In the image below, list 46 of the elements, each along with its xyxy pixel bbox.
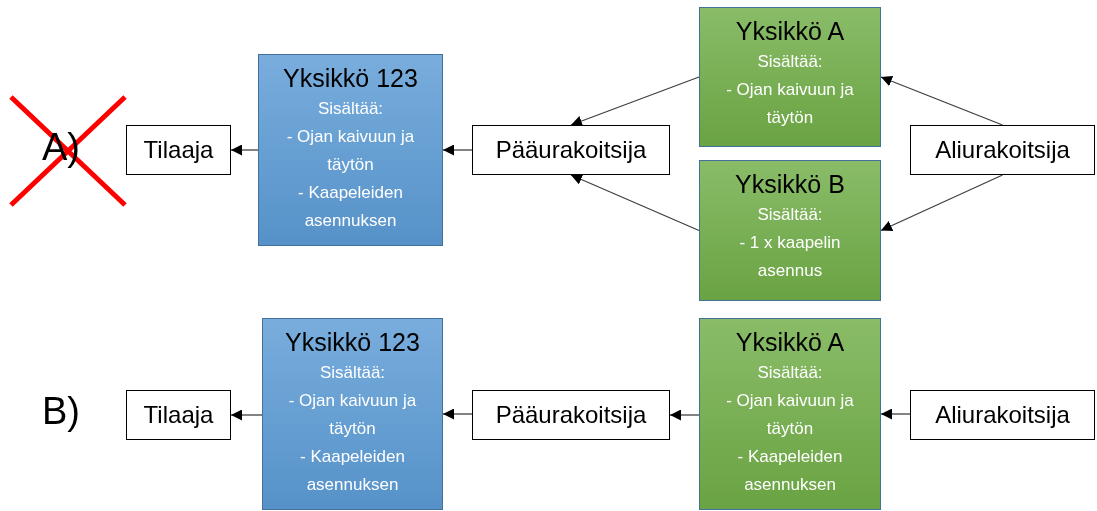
unit-title: Yksikkö A xyxy=(735,327,845,358)
party-name: Pääurakoitsija xyxy=(495,400,647,430)
arrow xyxy=(880,408,911,420)
unit-box xyxy=(699,7,881,147)
arrow xyxy=(570,174,700,232)
arrow xyxy=(880,75,1004,126)
unit-title: Yksikkö B xyxy=(735,169,845,200)
arrow xyxy=(669,409,700,421)
party-box xyxy=(472,390,670,440)
unit-content-text: - 1 x kaapelin asennus xyxy=(738,232,842,282)
unit-content-text: - Ojan kaivuun ja täytön xyxy=(285,126,416,176)
unit-content-text: Sisältää: xyxy=(756,362,824,384)
unit-title: Yksikkö 123 xyxy=(285,327,420,358)
unit-content-text: Sisältää: xyxy=(316,98,385,120)
unit-content-text: - Ojan kaivuun ja täytön xyxy=(725,390,855,440)
unit-content-text: - Ojan kaivuun ja täytön xyxy=(725,79,855,129)
unit-content-text: - Ojan kaivuun ja täytön xyxy=(287,390,418,440)
arrow xyxy=(570,76,700,127)
party-name: Pääurakoitsija xyxy=(495,135,647,165)
arrow xyxy=(230,409,263,421)
party-box xyxy=(126,125,231,175)
party-box xyxy=(910,125,1095,175)
unit-box xyxy=(699,318,881,510)
unit-box xyxy=(699,160,881,301)
party-name: Aliurakoitsija xyxy=(935,400,1070,430)
party-name: Aliurakoitsija xyxy=(935,135,1070,165)
unit-box xyxy=(262,318,443,510)
arrow xyxy=(442,408,473,420)
unit-content-text: - Kaapeleiden asennuksen xyxy=(736,446,844,496)
party-box xyxy=(472,125,670,175)
party-box xyxy=(126,390,231,440)
arrow xyxy=(880,174,1004,232)
unit-content-text: - Kaapeleiden asennuksen xyxy=(297,182,404,232)
unit-content-text: - Kaapeleiden asennuksen xyxy=(299,446,406,496)
unit-content-text: Sisältää: xyxy=(318,362,387,384)
unit-title: Yksikkö 123 xyxy=(283,63,418,94)
arrow xyxy=(442,144,473,156)
party-name: Tilaaja xyxy=(143,400,214,430)
unit-content-text: Sisältää: xyxy=(756,204,824,226)
row-label: B) xyxy=(42,392,80,430)
party-name: Tilaaja xyxy=(143,135,214,165)
arrow xyxy=(230,144,259,156)
unit-title: Yksikkö A xyxy=(735,16,845,47)
party-box xyxy=(910,390,1095,440)
unit-content-text: Sisältää: xyxy=(756,51,824,73)
unit-box xyxy=(258,54,443,246)
